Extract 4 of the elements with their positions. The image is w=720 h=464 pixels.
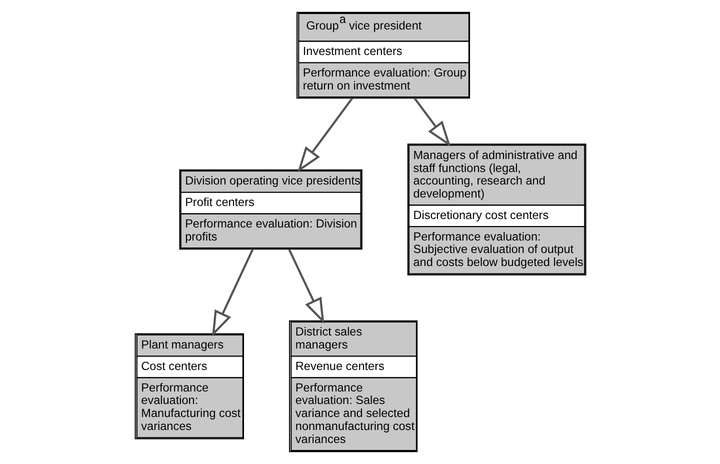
arrow	[296, 98, 353, 172]
arrow	[288, 248, 324, 324]
arrow	[212, 248, 254, 337]
arrow	[413, 98, 450, 147]
